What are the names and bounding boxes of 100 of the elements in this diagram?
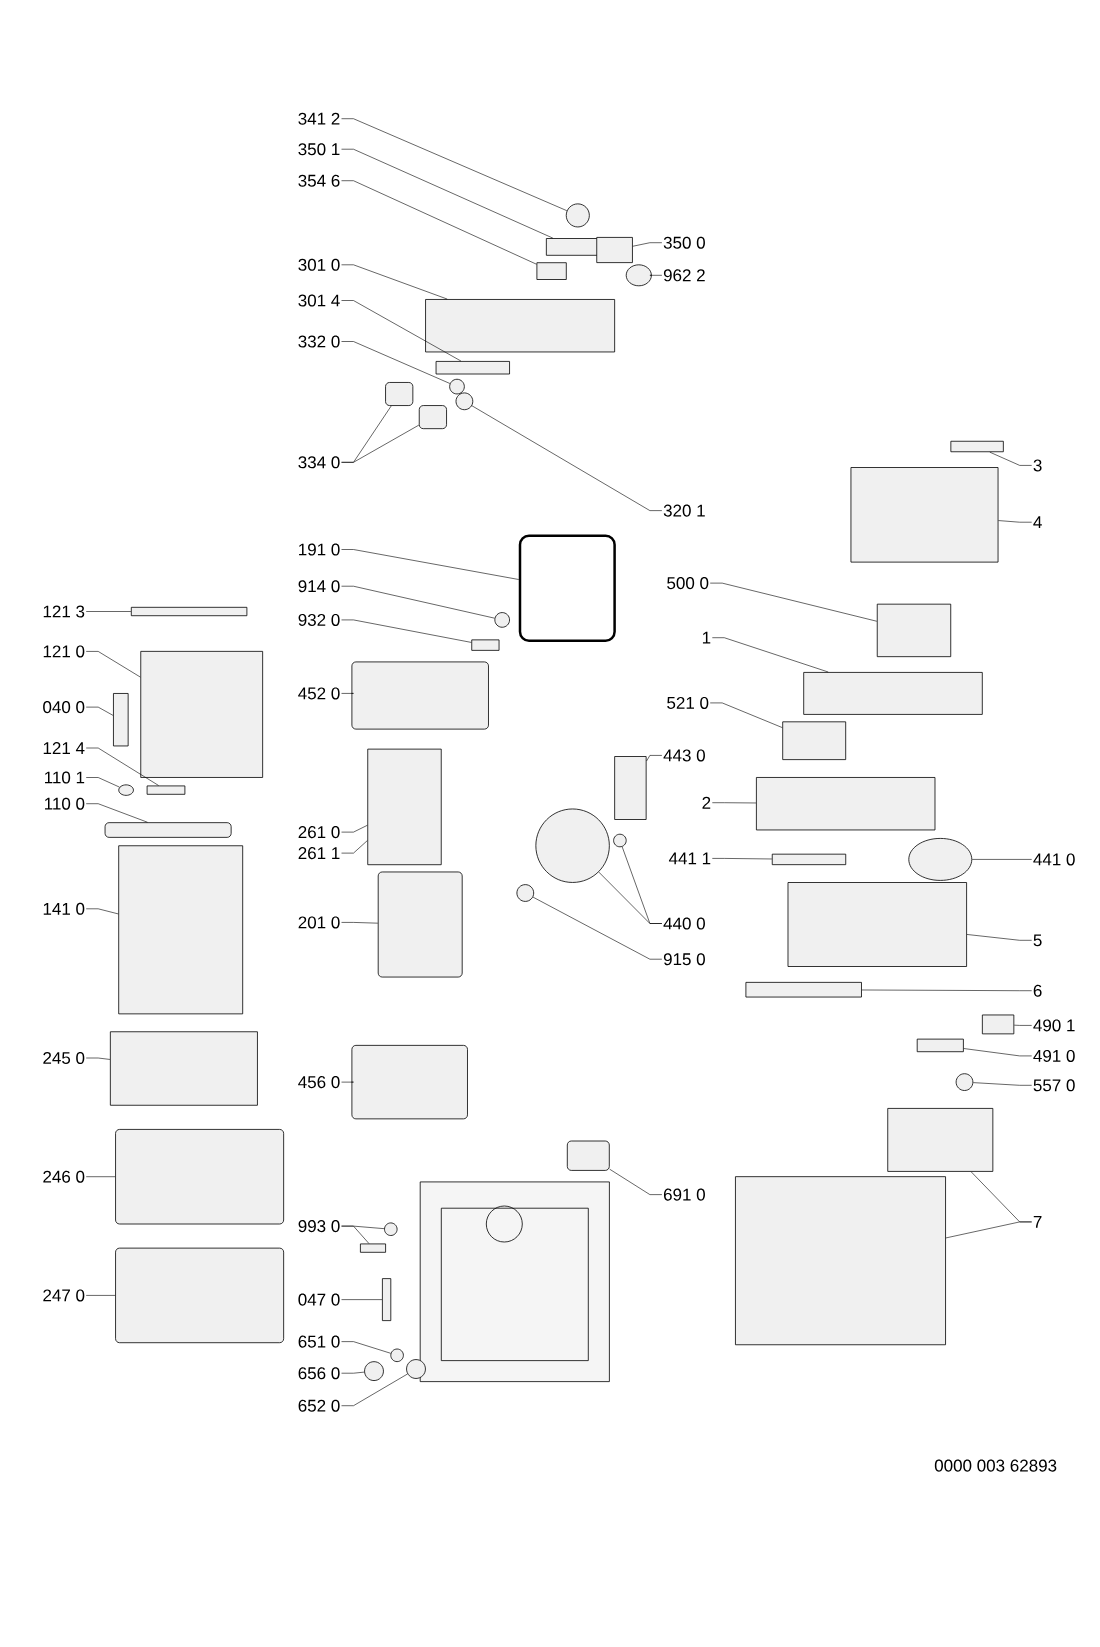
part-drawing — [435, 361, 510, 375]
callout-number: 121 0 — [43, 645, 85, 658]
part-drawing — [782, 721, 847, 760]
callout-number: 261 1 — [298, 847, 340, 860]
leader-line — [712, 637, 829, 673]
part-drawing — [351, 1044, 468, 1120]
part-drawing — [377, 871, 463, 978]
leader-line — [341, 148, 554, 239]
part-drawing — [745, 981, 862, 998]
part-drawing — [418, 405, 447, 430]
leader-line — [85, 611, 132, 612]
leader-line — [712, 802, 757, 804]
leader-line — [85, 706, 114, 716]
leader-line — [709, 582, 878, 622]
leader-line — [341, 549, 520, 580]
part-drawing — [566, 1140, 610, 1171]
leader-line — [85, 1176, 116, 1177]
part-drawing — [614, 756, 647, 820]
part-drawing — [518, 534, 616, 643]
leader-line — [973, 1082, 1032, 1086]
leader-line — [341, 1373, 408, 1406]
leader-line — [341, 1081, 354, 1083]
part-drawing — [390, 1348, 404, 1362]
callout-number: 301 4 — [298, 294, 340, 307]
part-drawing — [955, 1073, 974, 1091]
callout-number: 652 0 — [298, 1399, 340, 1412]
leader-line — [341, 341, 451, 384]
part-drawing — [367, 748, 442, 866]
callout-number: 341 2 — [298, 112, 340, 125]
part-drawing — [950, 440, 1004, 453]
callout-number: 245 0 — [43, 1052, 85, 1065]
leader-line — [471, 405, 663, 511]
part-drawing — [908, 838, 973, 881]
part-drawing — [118, 845, 244, 1015]
part-drawing — [115, 1129, 285, 1225]
part-drawing — [516, 884, 535, 902]
leader-line — [532, 896, 663, 960]
leader-line — [341, 1299, 383, 1300]
drawing-number: 0000 003 62893 — [934, 1459, 1057, 1472]
part-drawing — [146, 785, 186, 795]
callout-number: 350 0 — [663, 236, 705, 249]
callout-number: 110 1 — [45, 771, 85, 784]
part-drawing — [118, 784, 134, 796]
part-drawing — [385, 382, 414, 406]
part-drawing — [471, 639, 500, 651]
callout-number: 121 3 — [43, 605, 85, 618]
callout-number: 320 1 — [663, 504, 705, 517]
part-drawing — [364, 1361, 384, 1381]
callout-number: 5 — [1033, 934, 1042, 947]
part-drawing — [360, 1243, 386, 1253]
callout-number: 261 0 — [298, 826, 340, 839]
callout-number: 452 0 — [298, 687, 340, 700]
callout-number: 334 0 — [298, 456, 340, 469]
callout-number: 490 1 — [1033, 1019, 1075, 1032]
leader-line — [341, 1371, 365, 1374]
leader-line — [85, 1057, 111, 1060]
callout-number: 3 — [1033, 459, 1042, 472]
part-drawing — [109, 1031, 258, 1106]
leader-line — [341, 824, 368, 833]
callout-number: 441 0 — [1033, 853, 1075, 866]
leader-line — [341, 424, 420, 463]
part-drawing — [115, 1247, 285, 1344]
part-drawing — [565, 203, 590, 228]
callout-number: 932 0 — [298, 613, 340, 626]
leader-line — [341, 118, 568, 211]
leader-line — [341, 585, 495, 619]
callout-number: 962 2 — [663, 269, 705, 282]
callout-number: 040 0 — [43, 701, 85, 714]
leader-line — [85, 908, 119, 915]
leader-line — [971, 859, 1032, 860]
leader-line — [861, 989, 1032, 991]
leader-line — [341, 180, 537, 265]
leader-line — [85, 747, 159, 786]
callout-number: 7 — [1033, 1216, 1042, 1228]
part-drawing — [981, 1014, 1015, 1035]
leader-line — [341, 1341, 391, 1354]
leader-line — [998, 520, 1032, 523]
callout-number: 993 0 — [298, 1220, 340, 1233]
leader-line — [85, 777, 120, 788]
part-drawing — [536, 262, 567, 280]
callout-number: 121 4 — [43, 742, 85, 754]
callout-number: 500 0 — [667, 577, 709, 590]
part-drawing — [771, 853, 847, 866]
leader-line — [341, 693, 354, 694]
callout-number: 354 6 — [298, 174, 340, 187]
leader-line — [989, 451, 1032, 466]
leader-line — [646, 755, 663, 762]
part-drawing — [130, 606, 248, 617]
leader-line — [649, 275, 663, 276]
part-drawing — [449, 378, 465, 395]
leader-line — [1013, 1024, 1032, 1026]
part-drawing — [625, 264, 652, 287]
leader-line — [341, 1225, 385, 1229]
callout-number: 6 — [1033, 984, 1042, 997]
part-drawing — [803, 672, 983, 715]
part-drawing — [382, 1278, 392, 1321]
callout-number: 440 0 — [663, 917, 705, 930]
callout-number: 247 0 — [43, 1289, 85, 1302]
callout-number: 656 0 — [298, 1367, 340, 1380]
leader-line — [85, 1295, 116, 1296]
